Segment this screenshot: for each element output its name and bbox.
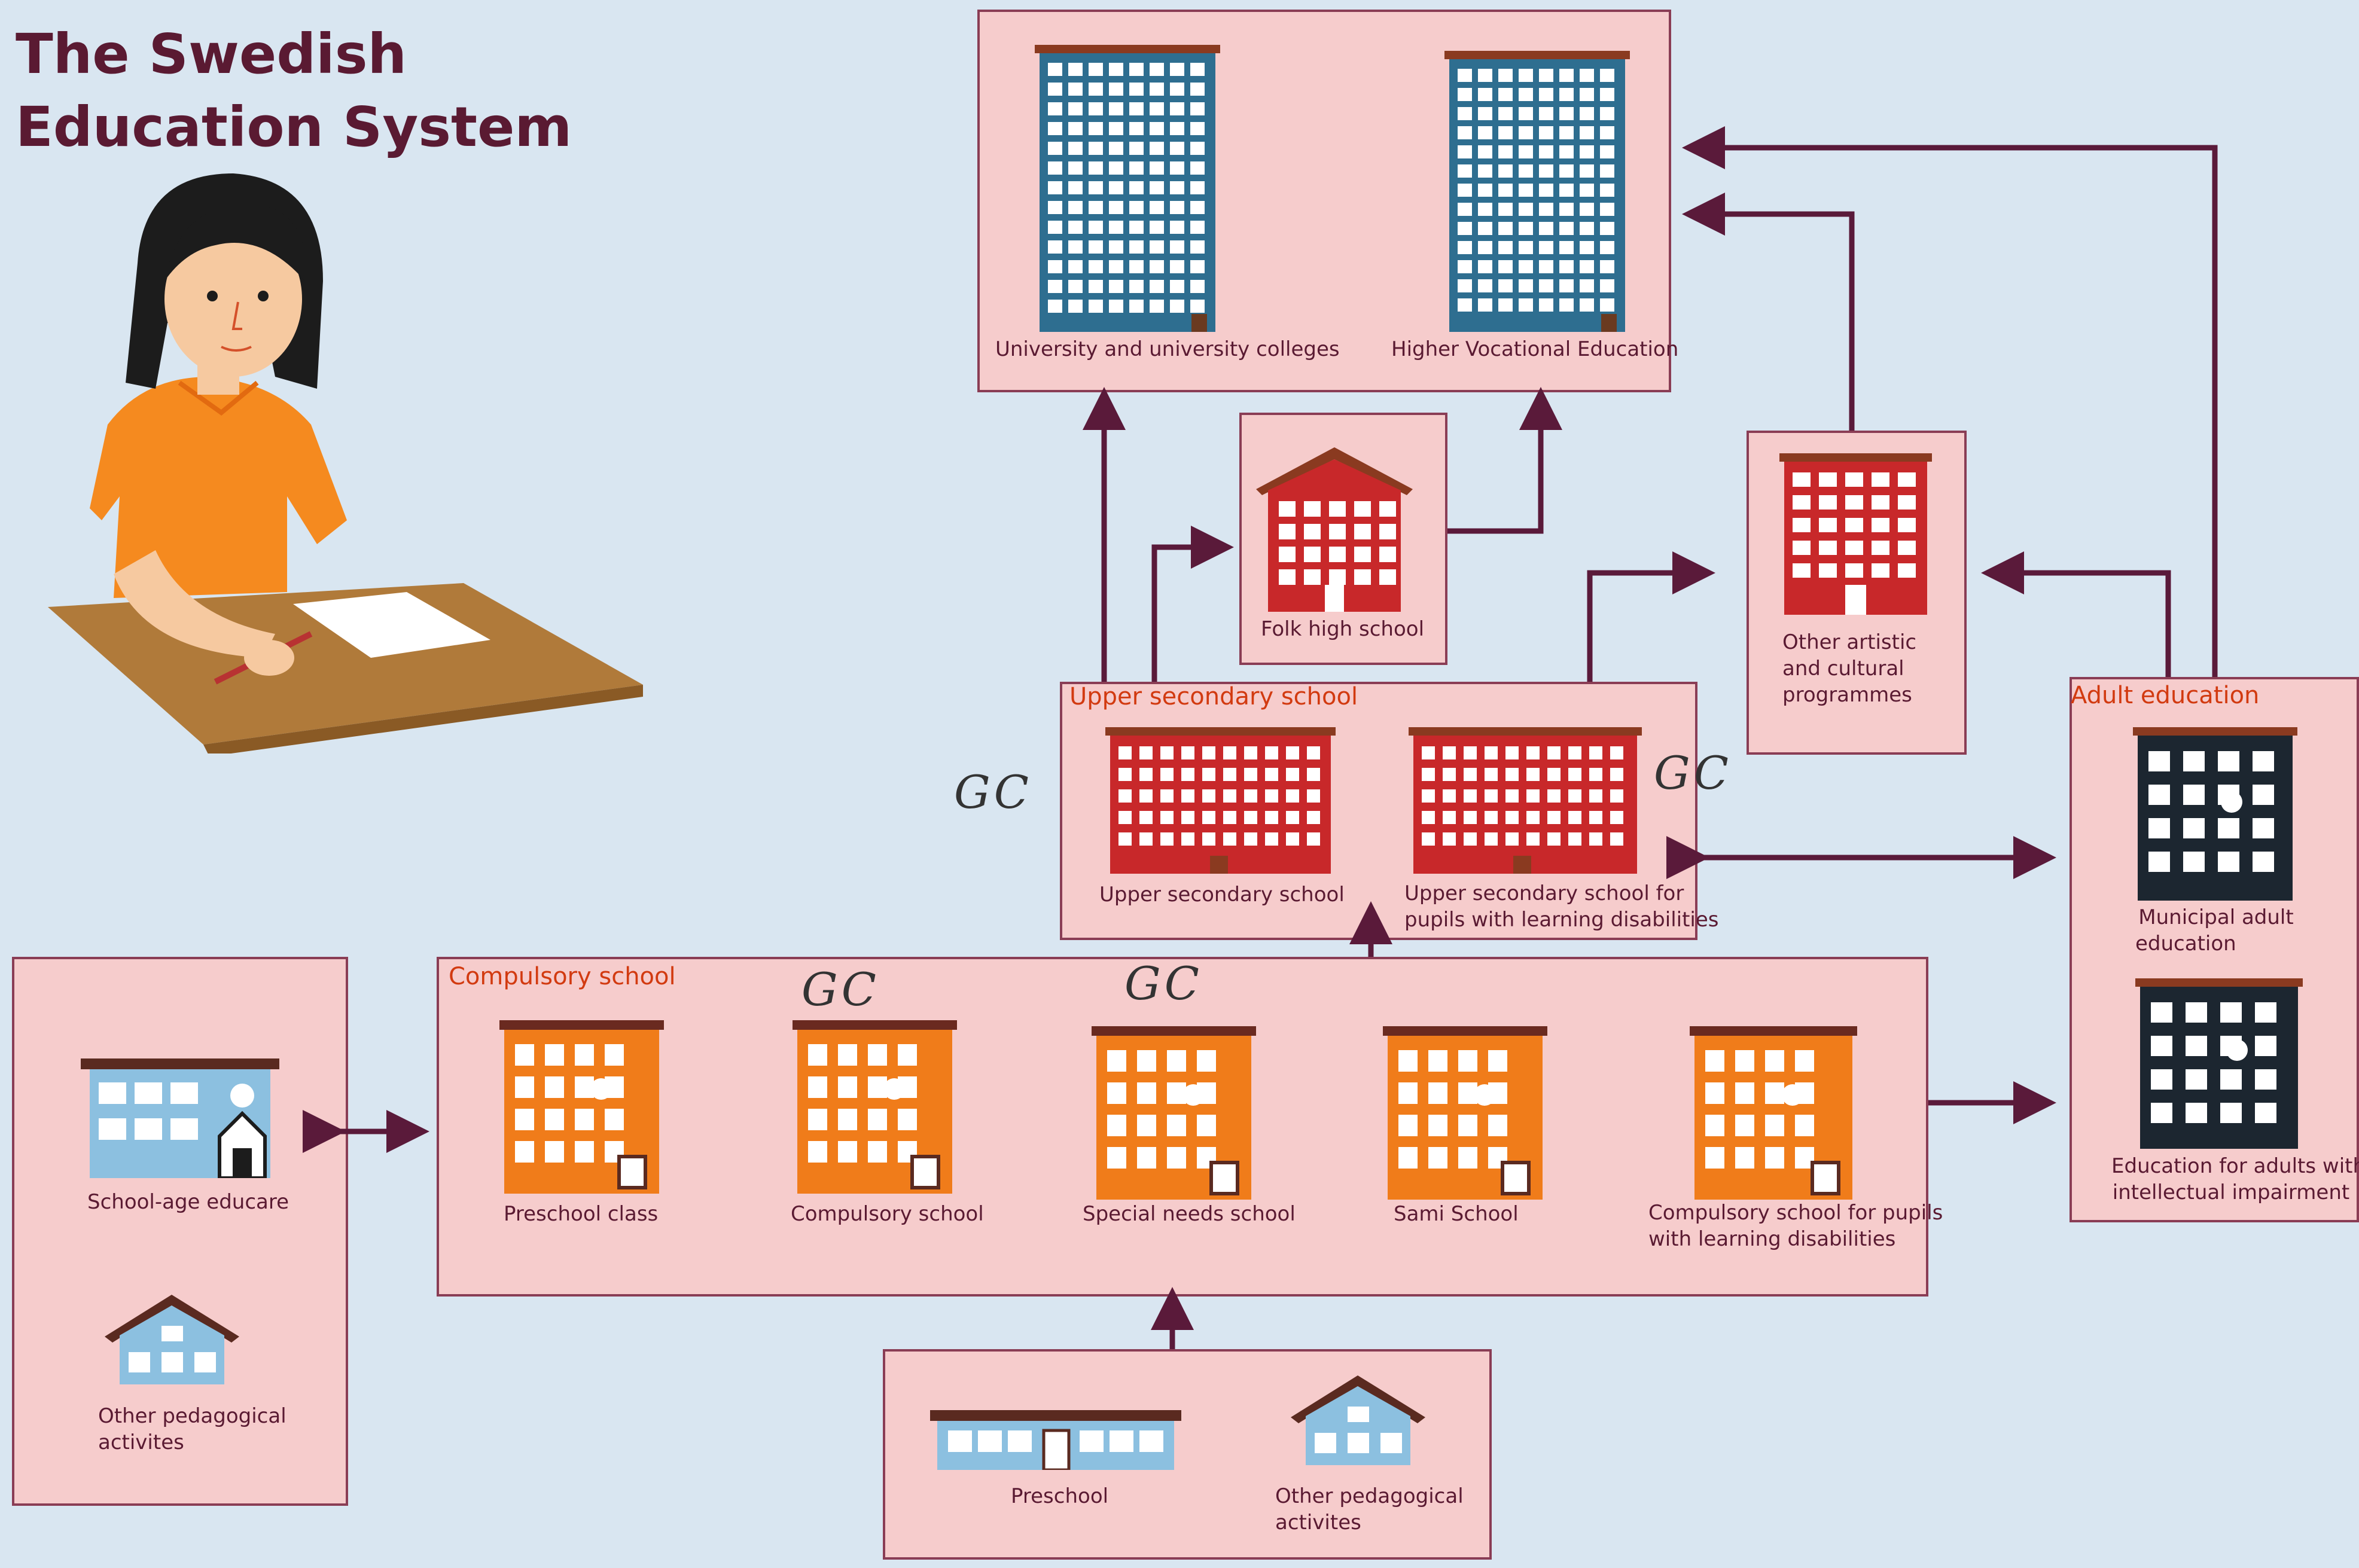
title-line-1: The Swedish xyxy=(16,22,407,86)
compulsory-ld-building-icon xyxy=(1690,1026,1857,1200)
handwritten-gc-upper-right: GC xyxy=(1654,746,1732,800)
municipal-adult-line-1: Municipal adult xyxy=(2138,905,2294,929)
higher-vocational-building-icon xyxy=(1444,51,1630,332)
special-needs-building-icon xyxy=(1092,1026,1256,1200)
adults-ii-line-1: Education for adults with xyxy=(2111,1154,2359,1178)
school-age-educare-building-icon xyxy=(81,1058,279,1178)
other-artistic-building-icon xyxy=(1779,453,1932,615)
adults-ii-building-icon xyxy=(2135,978,2303,1149)
other-artistic-label: Other artistic and cultural programmes xyxy=(1782,629,1916,708)
preschool-other-label: Other pedagogical activites xyxy=(1275,1483,1464,1536)
higher-vocational-label: Higher Vocational Education xyxy=(1391,337,1679,361)
compulsory-ld-label: Compulsory school for pupils with learni… xyxy=(1648,1200,1943,1252)
folk-high-school-label: Folk high school xyxy=(1261,617,1425,641)
compulsory-school-building-icon xyxy=(793,1020,957,1194)
adult-education-title: Adult education xyxy=(2071,682,2260,709)
compulsory-ld-line-2: with learning disabilities xyxy=(1648,1227,1896,1251)
adults-ii-label: Education for adults with intellectual i… xyxy=(2111,1153,2359,1206)
school-age-educare-label: School-age educare xyxy=(87,1190,289,1214)
upper-secondary-label: Upper secondary school xyxy=(1099,883,1345,907)
sami-school-building-icon xyxy=(1383,1026,1547,1200)
upper-secondary-ld-building-icon xyxy=(1409,727,1642,874)
other-artistic-line-3: programmes xyxy=(1782,683,1912,707)
upper-secondary-title: Upper secondary school xyxy=(1069,683,1358,710)
municipal-adult-building-icon xyxy=(2133,727,2297,901)
preschool-building-icon xyxy=(930,1410,1181,1470)
upper-secondary-ld-line-1: Upper secondary school for xyxy=(1404,881,1684,905)
preschool-other-line-1: Other pedagogical xyxy=(1275,1484,1464,1508)
handwritten-gc-upper-left: GC xyxy=(954,765,1032,819)
arrow-adult-to-artistic xyxy=(1981,551,2171,677)
municipal-adult-label: Municipal adult education xyxy=(2129,904,2303,957)
other-artistic-line-2: and cultural xyxy=(1782,657,1904,681)
handwritten-gc-special-needs: GC xyxy=(1124,957,1203,1010)
preschool-label: Preschool xyxy=(1011,1484,1109,1508)
arrow-upper-secondary-to-artistic xyxy=(1587,551,1715,682)
title-line-2: Education System xyxy=(16,95,572,159)
university-building-icon xyxy=(1035,45,1220,332)
other-artistic-line-1: Other artistic xyxy=(1782,630,1917,654)
upper-secondary-building-icon xyxy=(1105,727,1336,874)
school-age-other-line-1: Other pedagogical xyxy=(98,1404,287,1428)
compulsory-school-title: Compulsory school xyxy=(449,963,676,990)
school-age-box xyxy=(12,957,348,1506)
preschool-other-line-2: activites xyxy=(1275,1511,1361,1535)
university-label: University and university colleges xyxy=(995,337,1340,361)
preschool-class-label: Preschool class xyxy=(504,1202,659,1226)
school-age-other-label: Other pedagogical activites xyxy=(98,1403,287,1456)
arrow-upper-secondary-to-folk xyxy=(1151,526,1234,682)
upper-secondary-ld-label: Upper secondary school for pupils with l… xyxy=(1404,880,1719,933)
upper-secondary-ld-line-2: pupils with learning disabilities xyxy=(1404,908,1719,932)
handwritten-gc-compulsory: GC xyxy=(801,963,880,1016)
compulsory-ld-line-1: Compulsory school for pupils xyxy=(1648,1201,1943,1225)
arrow-adult-to-vocational xyxy=(1682,126,2218,677)
preschool-class-building-icon xyxy=(499,1020,664,1194)
sami-school-label: Sami School xyxy=(1394,1202,1519,1226)
school-age-other-line-2: activites xyxy=(98,1430,184,1454)
page-title: The Swedish Education System xyxy=(16,18,572,164)
arrow-folk-to-vocational xyxy=(1447,387,1562,534)
girl-writing-illustration xyxy=(48,173,643,754)
adults-ii-line-2: intellectual impairment xyxy=(2112,1180,2350,1204)
arrow-artistic-to-vocational xyxy=(1682,193,1855,431)
preschool-other-house-icon xyxy=(1291,1375,1425,1465)
school-age-other-house-icon xyxy=(105,1295,239,1384)
compulsory-school-label: Compulsory school xyxy=(791,1202,984,1226)
special-needs-label: Special needs school xyxy=(1083,1202,1296,1226)
municipal-adult-line-2: education xyxy=(2135,932,2236,956)
folk-high-school-icon xyxy=(1256,447,1413,612)
